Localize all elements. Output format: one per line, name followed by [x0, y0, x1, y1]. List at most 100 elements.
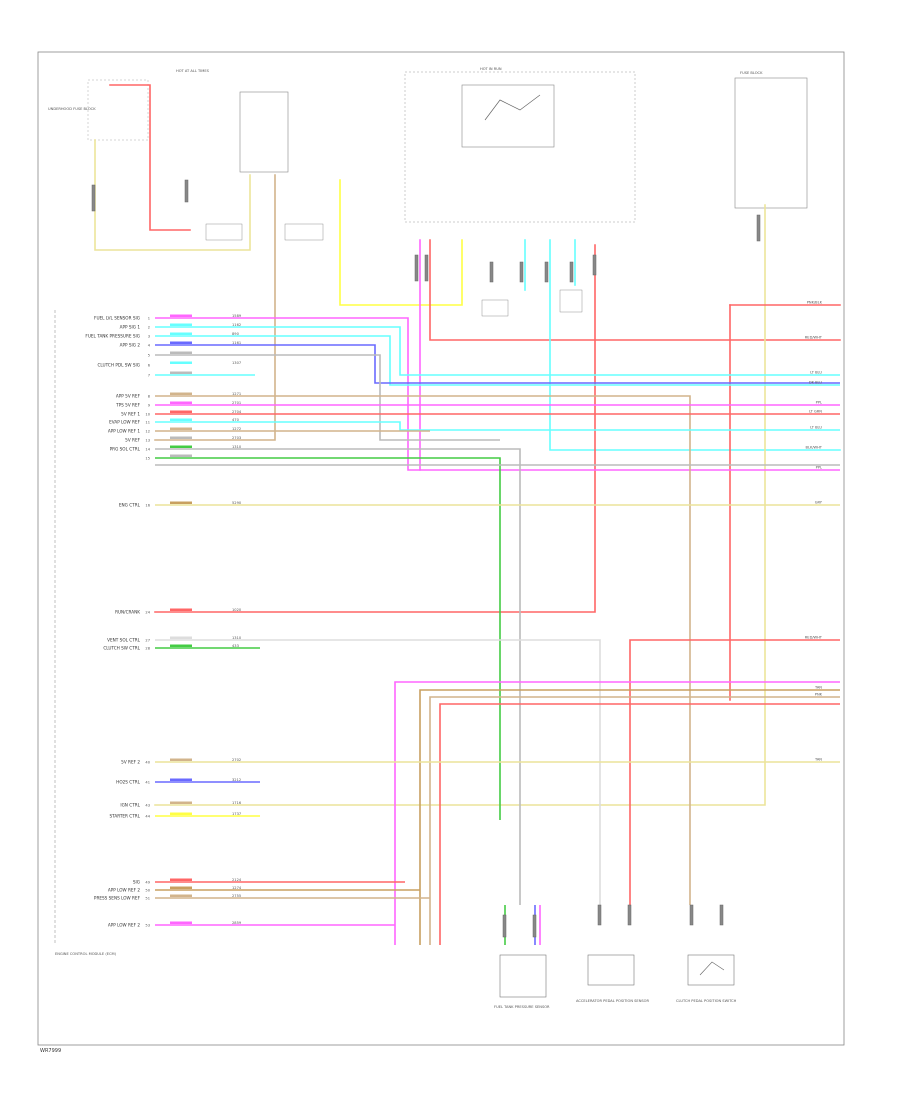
pin-label: APP SIG 1 — [120, 325, 141, 330]
side-wire-label: LT BLU — [810, 426, 822, 430]
pin-number: 5 — [148, 354, 150, 358]
wire-color-swatch — [170, 332, 192, 335]
pin-label: APP SIG 2 — [120, 343, 141, 348]
side-wire-label: TAN — [814, 758, 822, 762]
pin-label: TPS 5V REF — [115, 403, 140, 408]
pin-number: 44 — [145, 815, 150, 819]
comp-label-app-sensor: ACCELERATOR PEDAL POSITION SENSOR — [576, 999, 649, 1003]
pin-number: 11 — [145, 421, 150, 425]
pin-number: 1 — [148, 317, 150, 321]
wire-color-swatch — [170, 371, 192, 374]
pin-number: 50 — [145, 889, 150, 893]
pin-label: CLUTCH SW CTRL — [103, 646, 140, 651]
pin-label: APP LOW REF 2 — [108, 888, 140, 893]
clutch-switch-box — [687, 954, 735, 986]
pin-number: 9 — [148, 404, 151, 408]
pin-number: 12 — [145, 430, 150, 434]
circuit-code: 1271 — [232, 392, 241, 396]
wire-color-swatch — [170, 636, 192, 639]
circuit-code: 2755 — [232, 894, 241, 898]
circuit-code: 2859 — [232, 921, 242, 925]
pin-label: APP LOW REF 1 — [108, 429, 140, 434]
side-wire-label: PPL — [816, 466, 822, 470]
comp-label-hot-in-run: HOT IN RUN — [480, 67, 502, 71]
relay-switch — [484, 94, 541, 121]
wire-color-swatch — [170, 445, 192, 448]
pin-number: 28 — [145, 647, 150, 651]
wire-color-swatch — [170, 401, 192, 404]
pin-label: PRG SOL CTRL — [110, 447, 141, 452]
side-wire-label: RED/WHT — [805, 636, 823, 640]
pin-label: APP 5V REF — [116, 394, 141, 399]
pin-label: 5V REF 2 — [121, 760, 140, 765]
circuit-code: 1310 — [232, 445, 242, 449]
pin-number: 51 — [145, 897, 150, 901]
pin-label: EVAP LOW REF — [109, 420, 140, 425]
side-wire-label: LT GRN — [809, 410, 822, 414]
pin-label: PRESS SENS LOW REF — [94, 896, 141, 901]
wire-color-swatch — [170, 894, 192, 897]
circuit-code: 2704 — [232, 410, 242, 414]
wire-color-swatch — [170, 801, 192, 804]
top-components — [87, 71, 808, 223]
ground-blocks — [205, 223, 583, 317]
pin-label: CLUTCH PDL SW SIG — [97, 363, 140, 368]
circuit-code: 1161 — [232, 341, 241, 345]
circuit-code: 3212 — [232, 778, 241, 782]
wire-color-swatch — [170, 361, 192, 364]
circuit-code: 1272 — [232, 427, 241, 431]
pin-number: 4 — [148, 344, 151, 348]
circuit-code: 1307 — [232, 361, 241, 365]
circuit-code: 1589 — [232, 314, 242, 318]
side-wire-label: BLK/WHT — [806, 446, 823, 450]
side-wire-label: GRY — [815, 501, 823, 505]
wire-color-swatch — [170, 314, 192, 317]
pin-number: 49 — [145, 881, 150, 885]
wire-color-swatch — [170, 351, 192, 354]
circuit-code: 1310 — [232, 636, 242, 640]
side-wire-label: TAN — [814, 686, 822, 690]
pin-number: 40 — [145, 761, 150, 765]
top-comp-relay-2 — [461, 84, 555, 148]
pin-label: 5V REF 1 — [121, 412, 140, 417]
pin-label: STARTER CTRL — [109, 814, 140, 819]
wire-color-swatch — [170, 812, 192, 815]
circuit-code: 2703 — [232, 436, 241, 440]
wire-color-swatch — [170, 410, 192, 413]
pin-number: 8 — [148, 395, 151, 399]
pin-wires — [155, 317, 840, 945]
pin-number: 27 — [145, 639, 150, 643]
side-wire-label: LT BLU — [810, 371, 822, 375]
side-wire-label: PNK/BLK — [807, 301, 823, 305]
circuit-code: 1274 — [232, 886, 242, 890]
wire-color-swatch — [170, 341, 192, 344]
pin-label: IGN CTRL — [120, 803, 140, 808]
top-comp-relay — [239, 91, 289, 173]
wire-color-swatch — [170, 501, 192, 504]
wire-color-swatch — [170, 886, 192, 889]
pin-number: 2 — [148, 326, 150, 330]
pin-number: 10 — [145, 413, 150, 417]
pin-label: FUEL TANK PRESSURE SIG — [85, 334, 140, 339]
side-wire-label: PNK — [815, 693, 823, 697]
comp-label-fuel-tank-sensor: FUEL TANK PRESSURE SENSOR — [494, 1005, 550, 1009]
pin-number: 15 — [145, 457, 150, 461]
connector-ticks — [91, 179, 761, 938]
circuit-code: 1716 — [232, 801, 242, 805]
pin-number: 16 — [145, 504, 150, 508]
pin-label: FUEL LVL SENSOR SIG — [94, 316, 140, 321]
app-sensor-box — [587, 954, 635, 986]
circuit-code: 1737 — [232, 812, 241, 816]
wire-color-swatch — [170, 323, 192, 326]
wire-color-swatch — [170, 436, 192, 439]
pin-number: 3 — [148, 335, 150, 339]
comp-label-underhood-fuse: UNDERHOOD FUSE BLOCK — [48, 107, 96, 111]
circuit-code: 890 — [232, 332, 240, 336]
wire-color-swatch — [170, 418, 192, 421]
pin-label: HO2S CTRL — [116, 780, 140, 785]
pin-number: 7 — [148, 374, 150, 378]
ecm-module-name: ENGINE CONTROL MODULE (ECM) — [55, 952, 117, 956]
